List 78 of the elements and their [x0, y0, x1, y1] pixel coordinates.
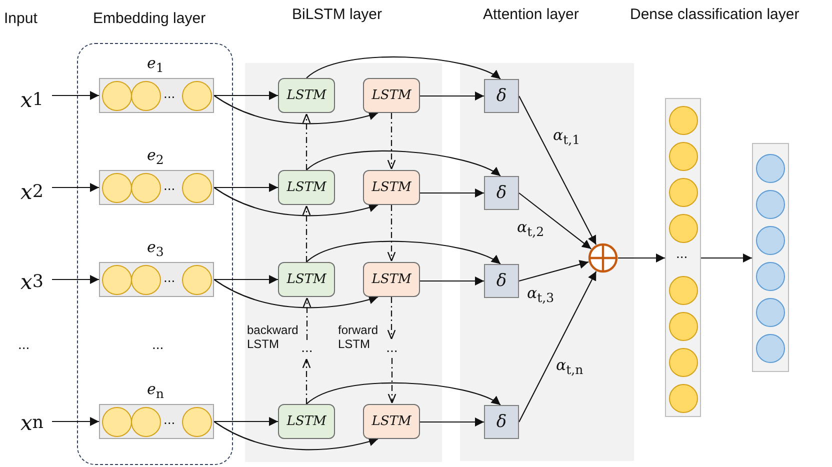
vector-label: e$_{1}$ [147, 54, 164, 75]
forward-lstm-cell: LSTM [363, 404, 420, 439]
ellipsis: ... [152, 336, 164, 352]
arrow [518, 260, 589, 282]
embedding-vector [98, 262, 214, 296]
layer-heading: Embedding layer [93, 10, 206, 27]
layer-heading: Dense classification layer [630, 6, 800, 23]
arrow [618, 254, 665, 262]
arrow [214, 279, 378, 308]
arrow [52, 275, 99, 284]
ellipsis: ... [18, 336, 30, 352]
arrow [52, 183, 99, 192]
embedding-vector [98, 78, 214, 112]
vector-label: e$_{n}$ [147, 380, 164, 401]
arrow [306, 382, 501, 406]
arrow [214, 95, 378, 124]
arrow [420, 188, 484, 198]
arrow [518, 271, 597, 422]
arrow [214, 183, 278, 192]
attention-score-box: δ [484, 264, 519, 298]
attention-score-box: δ [484, 79, 519, 113]
summation-symbol [588, 243, 618, 273]
arrow [214, 421, 378, 450]
vector-label: e$_{2}$ [147, 146, 164, 167]
arrow [214, 417, 278, 426]
output-layer-column [752, 143, 789, 372]
layer-panel [245, 63, 442, 462]
ellipsis: ... [164, 268, 176, 284]
edge-label: α$_{t,3}$ [527, 284, 554, 305]
ellipsis: ... [380, 340, 404, 358]
arrow [420, 92, 484, 100]
dash-dot-arrow [387, 297, 396, 340]
embedding-vector [98, 170, 214, 204]
arrow [306, 240, 501, 264]
embedding-vector [98, 404, 214, 438]
ellipsis: ... [164, 176, 176, 192]
dash-dot-arrow [388, 358, 396, 404]
arrow [306, 56, 501, 80]
annotation: forward LSTM [338, 323, 380, 351]
edge-label: α$_{t,2}$ [517, 218, 544, 239]
arrow [306, 150, 501, 176]
dash-dot-arrow [387, 205, 396, 262]
vector-label: e$_{3}$ [147, 238, 164, 259]
arrow [518, 192, 592, 250]
layer-heading: BiLSTM layer [292, 6, 382, 23]
arrow [701, 254, 752, 262]
attention-score-box: δ [484, 176, 519, 210]
edge-label: α$_{t,n}$ [556, 356, 584, 377]
backward-lstm-cell: LSTM [278, 404, 335, 439]
arrow [214, 187, 378, 216]
arrow [52, 91, 99, 100]
forward-lstm-cell: LSTM [363, 170, 420, 205]
dash-dot-arrow [302, 113, 311, 170]
dash-dot-arrow [302, 297, 312, 340]
ellipsis: ... [164, 84, 176, 100]
dash-dot-arrow [387, 113, 396, 170]
arrow [420, 418, 484, 426]
backward-lstm-cell: LSTM [278, 170, 335, 205]
edge-label: α$_{t,1}$ [553, 126, 580, 147]
forward-lstm-cell: LSTM [363, 78, 420, 113]
arrow [420, 276, 484, 286]
backward-lstm-cell: LSTM [278, 78, 335, 113]
layer-panel [460, 63, 634, 461]
attention-score-box: δ [484, 405, 519, 439]
arrow [518, 96, 597, 245]
backward-lstm-cell: LSTM [278, 262, 335, 297]
arrow [52, 417, 99, 426]
arrow [214, 91, 278, 100]
layer-heading: Attention layer [483, 6, 579, 23]
ellipsis: ... [676, 245, 688, 261]
dense-layer-column [665, 98, 701, 417]
dash-dot-arrow [302, 358, 311, 404]
layer-heading: Input [4, 10, 38, 27]
arrow [214, 275, 278, 284]
forward-lstm-cell: LSTM [363, 262, 420, 297]
dashed-group-outline [77, 43, 233, 465]
ellipsis: ... [164, 410, 176, 426]
dash-dot-arrow [302, 205, 311, 262]
